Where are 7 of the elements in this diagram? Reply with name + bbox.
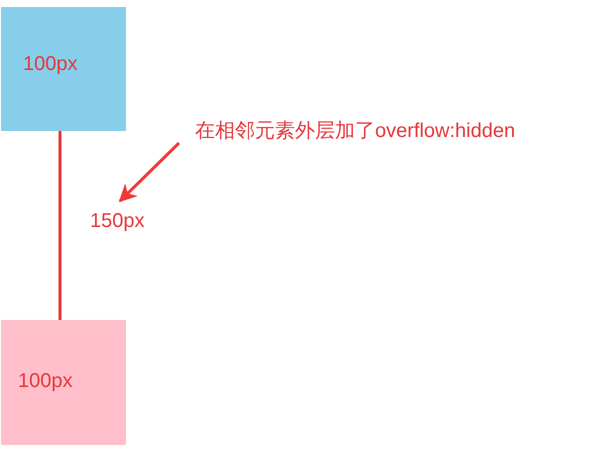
size-label: 100px — [18, 369, 72, 394]
element-block — [1, 320, 126, 445]
dimension-label: 150px — [90, 209, 144, 234]
element-block — [1, 7, 126, 131]
arrow — [118, 142, 180, 202]
size-label: 100px — [23, 52, 78, 77]
annotation-text: 在相邻元素外层加了overflow:hidden — [195, 119, 516, 144]
